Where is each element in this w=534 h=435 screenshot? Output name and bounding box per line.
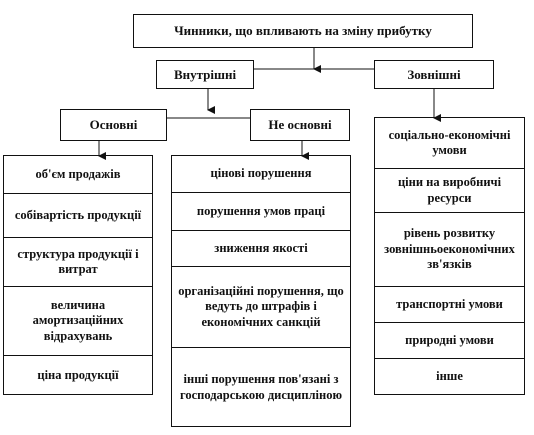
list-item: порушення умов праці (172, 192, 350, 230)
main-factors-box: Основні (60, 109, 167, 141)
list-item: інші порушення пов'язані з господарською… (172, 347, 350, 427)
list-item: об'єм продажів (35, 166, 121, 181)
list-item: величина амортизаційних відрахувань (4, 286, 152, 355)
list-item: інше (375, 358, 524, 395)
list-item: структура продукції і витрат (4, 237, 152, 286)
list-item: природні умови (375, 322, 524, 358)
list-item: рівень розвитку зовнішньоекономічних зв'… (375, 212, 524, 286)
list-item: транспортні умови (375, 286, 524, 322)
diagram-title: Чинники, що впливають на зміну прибутку (133, 14, 473, 48)
not-main-factors-box: Не основні (250, 109, 350, 141)
list-item: цінові порушення (210, 166, 312, 181)
list-item: собівартість продукції (4, 193, 152, 237)
external-items-list: соціально-економічні умови ціни на вироб… (374, 117, 525, 395)
internal-factors-box: Внутрішні (156, 60, 254, 89)
list-item: соціально-економічні умови (388, 127, 511, 158)
list-item: організаційні порушення, що ведуть до шт… (172, 266, 350, 347)
main-items-list: об'єм продажів собівартість продукції ст… (3, 155, 153, 395)
list-item: ціна продукції (4, 355, 152, 395)
not-main-items-list: цінові порушення порушення умов праці зн… (171, 155, 351, 427)
external-factors-box: Зовнішні (374, 60, 494, 89)
list-item: ціни на виробничі ресурси (375, 168, 524, 212)
list-item: зниження якості (172, 230, 350, 266)
